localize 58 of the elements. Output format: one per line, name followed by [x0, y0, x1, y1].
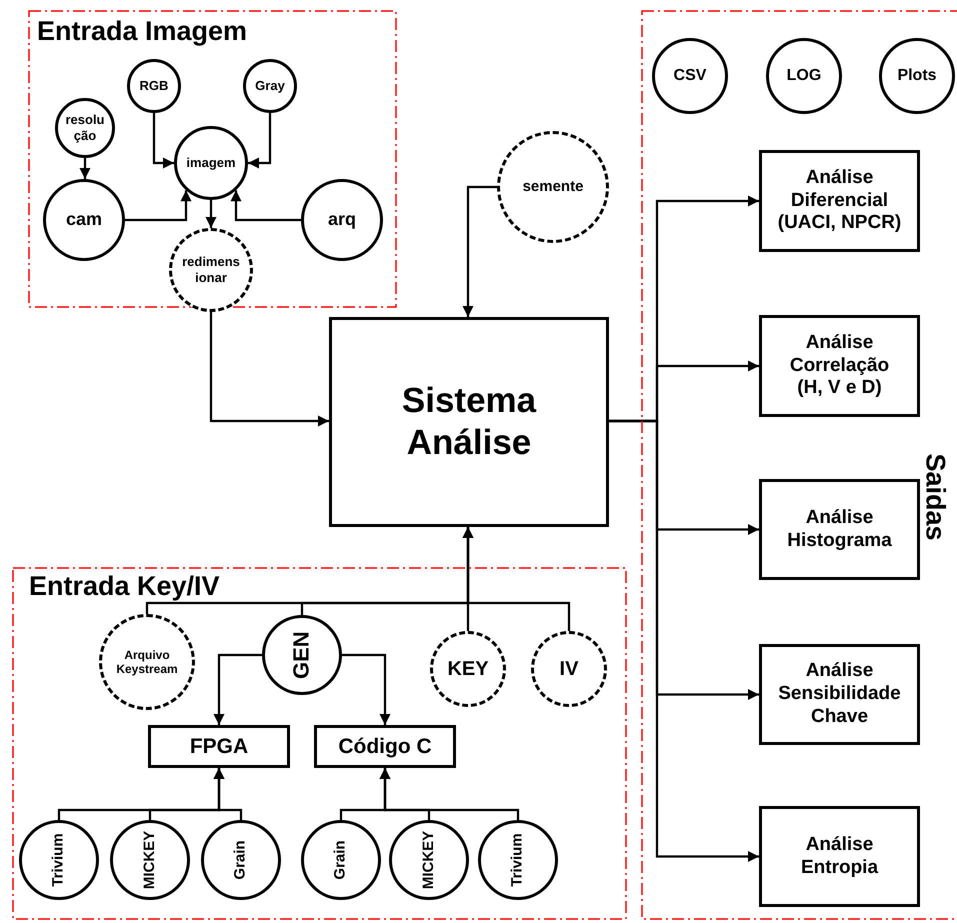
process-box: [759, 479, 920, 580]
process-box: [148, 725, 290, 768]
group-heading: Saidas: [922, 453, 948, 541]
node-label: RGB: [140, 78, 168, 94]
arrow: [152, 113, 174, 168]
node-label: MICKEY: [141, 830, 159, 890]
arrow: [125, 190, 192, 222]
arrow: [248, 113, 272, 168]
node-label: Análise Histograma: [786, 506, 893, 552]
arrow: [609, 420, 759, 862]
arrow: [462, 527, 570, 631]
node-label: Plots: [897, 66, 937, 86]
node-label: GEN: [288, 631, 315, 679]
node-label: Análise Sensibilidade Chave: [777, 660, 902, 729]
node-label: KEY: [447, 657, 489, 681]
group-frame: [641, 10, 957, 920]
arrow: [80, 158, 90, 179]
node-label: Código C: [338, 734, 432, 760]
group-heading: Entrada Imagem: [37, 18, 248, 45]
group-heading: Entrada Key/IV: [29, 573, 220, 600]
node-label: Análise Correlação (H, V e D): [788, 332, 890, 400]
node-label: Sistema Análise: [400, 380, 538, 464]
arrow: [342, 654, 390, 725]
process-box: [314, 725, 456, 768]
arrow: [210, 312, 329, 426]
node-label: Trivium: [50, 833, 68, 887]
node-label: resolu ção: [64, 112, 106, 144]
circle-node: [243, 59, 297, 113]
node-label: Grain: [232, 840, 250, 880]
node-label: Trivium: [509, 833, 527, 887]
process-box: [329, 317, 609, 527]
arrow: [230, 190, 301, 222]
circle-node: [127, 59, 181, 113]
arrow: [214, 768, 242, 820]
node-label: LOG: [786, 66, 822, 86]
node-label: FPGA: [190, 734, 248, 760]
node-label: IV: [560, 657, 578, 681]
node-label: Análise Entropia: [800, 834, 880, 880]
node-label: imagem: [186, 155, 236, 171]
node-label: Análise Diferencial (UACI, NPCR): [776, 166, 902, 236]
node-label: MICKEY: [420, 830, 438, 890]
node-label: CSV: [674, 66, 706, 86]
node-label: Arquivo Keystream: [115, 648, 179, 676]
node-label: arq: [328, 209, 356, 231]
process-box: [759, 315, 920, 417]
process-box: [759, 150, 920, 252]
arrow: [206, 200, 216, 228]
process-box: [759, 644, 920, 745]
node-label: Grain: [332, 840, 350, 880]
arrow: [380, 768, 520, 820]
node-label: cam: [66, 209, 102, 231]
node-label: redimens ionar: [181, 254, 241, 286]
arrow: [214, 654, 262, 725]
arrow: [462, 186, 497, 317]
group-frame: [12, 567, 627, 920]
process-box: [759, 806, 920, 907]
node-label: semente: [522, 178, 584, 196]
node-label: Gray: [255, 78, 285, 94]
